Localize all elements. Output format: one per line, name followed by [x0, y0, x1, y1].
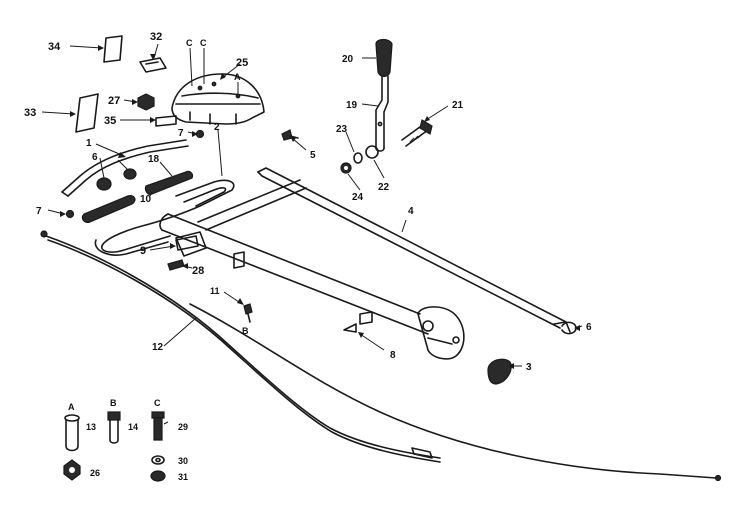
callout-3: 3: [526, 362, 532, 373]
decal-34: [103, 35, 123, 63]
callout-31: 31: [178, 472, 188, 482]
grip-6-left: [96, 177, 112, 191]
nut-26: [63, 459, 81, 481]
grip-18: [144, 170, 194, 195]
callout-21: 21: [452, 100, 464, 111]
letter-c-cover-1: C: [186, 38, 193, 48]
bolt-11: [243, 303, 253, 323]
callout-24: 24: [352, 192, 364, 203]
callout-11: 11: [210, 286, 220, 296]
bolt-21: [401, 119, 433, 147]
nut-31: [150, 470, 166, 482]
bolt-14: [107, 411, 121, 444]
callout-32: 32: [150, 31, 162, 43]
decal-33: [75, 93, 99, 133]
bolt-29: [151, 411, 165, 441]
callout-6-left: 6: [92, 152, 98, 163]
grip-10: [81, 195, 136, 223]
letter-c-legend: C: [154, 398, 161, 408]
letter-a-cover: A: [234, 72, 241, 82]
clip-35: [155, 115, 177, 127]
callout-labels: 34 32 33 27 35 25 C C A 1 7 2 6 18 10 7 …: [24, 31, 592, 482]
rod-4: [257, 167, 571, 333]
callout-33: 33: [24, 107, 36, 119]
decal-32: [139, 57, 167, 73]
callout-30: 30: [178, 456, 188, 466]
nut-27: [137, 93, 155, 111]
handle-1: [61, 139, 189, 197]
callout-23: 23: [336, 124, 348, 135]
nut-24: [340, 162, 352, 174]
callout-35: 35: [104, 115, 116, 127]
letter-b-legend: B: [110, 398, 117, 408]
nut-7-left: [65, 209, 75, 219]
callout-8: 8: [390, 350, 396, 361]
callout-20: 20: [342, 54, 354, 65]
callout-29: 29: [178, 422, 188, 432]
leader-lines: [41, 43, 583, 425]
callout-5: 5: [310, 150, 316, 161]
bushing-22: [365, 145, 379, 159]
callout-26: 26: [90, 468, 100, 478]
knob-20: [375, 38, 393, 78]
cable-12: [40, 230, 722, 482]
callout-1: 1: [86, 138, 92, 149]
bumper-3: [487, 358, 512, 385]
callout-27: 27: [108, 95, 120, 107]
letter-a-legend: A: [68, 402, 75, 412]
callout-9: 9: [140, 245, 146, 257]
clip-8: [343, 323, 357, 333]
grip-6-right: [123, 168, 137, 180]
callout-7-upper: 7: [178, 128, 184, 139]
callout-34: 34: [48, 41, 61, 53]
callout-22: 22: [378, 182, 390, 193]
lever-19: [375, 75, 389, 152]
bolt-13: [64, 414, 80, 452]
cover-25: [171, 73, 265, 125]
callout-25: 25: [236, 57, 248, 69]
callout-12: 12: [152, 342, 164, 353]
callout-6-right: 6: [586, 322, 592, 333]
handle-2: [94, 179, 235, 256]
callout-14: 14: [128, 422, 138, 432]
washer-30: [151, 455, 165, 465]
bolt-28: [167, 259, 185, 271]
callout-28: 28: [192, 265, 204, 277]
bracket-plate: [417, 306, 465, 360]
bracket-9: [175, 235, 199, 251]
letter-c-cover-2: C: [200, 38, 207, 48]
callout-7-left: 7: [36, 206, 42, 217]
callout-13: 13: [86, 422, 96, 432]
callout-19: 19: [346, 100, 358, 111]
callout-18: 18: [148, 154, 160, 165]
letter-b-bolt-11: B: [242, 326, 249, 336]
callout-4: 4: [408, 206, 414, 217]
callout-2: 2: [214, 122, 220, 133]
washer-23: [353, 152, 363, 164]
callout-10: 10: [140, 194, 152, 205]
